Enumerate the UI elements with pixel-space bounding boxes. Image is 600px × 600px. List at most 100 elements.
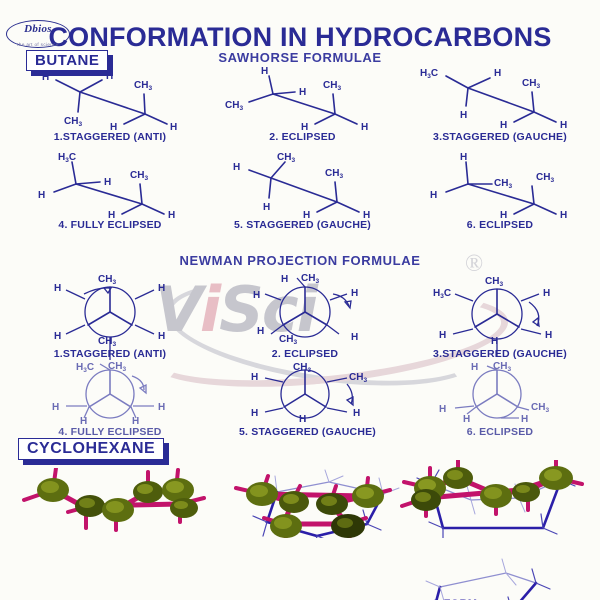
- svg-text:CH3: CH3: [494, 178, 512, 190]
- svg-text:H: H: [281, 274, 288, 285]
- svg-text:CH3: CH3: [325, 168, 343, 180]
- svg-text:H: H: [104, 177, 111, 188]
- diagram-sawhorse-1: H H CH3 CH3 H H 1.STAGGERED (ANTI): [20, 62, 200, 143]
- svg-text:H: H: [108, 210, 115, 221]
- svg-text:CH3: CH3: [531, 402, 549, 414]
- caption-sawhorse-5: 5. STAGGERED (GAUCHE): [233, 219, 371, 231]
- svg-text:H: H: [545, 330, 552, 341]
- heading-newman: NEWMAN PROJECTION FORMULAE: [179, 253, 421, 268]
- watermark-letter-i: i: [199, 273, 221, 346]
- caption-newman-5: 5. STAGGERED (GAUCHE): [238, 426, 376, 438]
- svg-text:CH3: CH3: [493, 361, 511, 373]
- caption-sawhorse-1: 1.STAGGERED (ANTI): [53, 131, 167, 143]
- svg-text:H: H: [251, 408, 258, 419]
- svg-text:H: H: [463, 414, 470, 425]
- caption-newman-3: 3.STAGGERED (GAUCHE): [433, 348, 567, 360]
- section-tag-butane: BUTANE: [26, 50, 109, 71]
- svg-text:H: H: [560, 120, 567, 131]
- caption-newman-1: 1.STAGGERED (ANTI): [53, 348, 167, 360]
- caption-sawhorse-2: 2. ECLIPSED: [269, 131, 336, 143]
- diagram-sawhorse-3: H3C H H CH3 H H 3.STAGGERED (GAUCHE): [410, 62, 590, 143]
- svg-text:H: H: [233, 162, 240, 173]
- svg-text:H: H: [351, 288, 358, 299]
- carbon-spheres: [411, 466, 573, 511]
- diagram-newman-2: H CH3 H H H H CH3 2. ECLIPSED: [235, 272, 375, 360]
- svg-text:H: H: [168, 210, 175, 221]
- svg-text:H: H: [430, 190, 437, 201]
- dbios-logo: Dbios the art of science: [6, 20, 70, 48]
- svg-text:H: H: [106, 71, 113, 82]
- caption-newman-2: 2. ECLIPSED: [271, 348, 339, 360]
- page-title: CONFORMATION IN HYDROCARBONS: [48, 22, 552, 52]
- svg-text:H: H: [38, 190, 45, 201]
- svg-text:H: H: [158, 402, 165, 413]
- heading-sawhorse: SAWHORSE FORMULAE: [218, 50, 382, 65]
- diagram-sawhorse-6: H CH3 H CH3 H H 6. ECLIPSED: [410, 148, 590, 231]
- svg-text:CH3: CH3: [323, 80, 341, 92]
- caption-newman-4: 4. FULLY ECLIPSED: [58, 426, 162, 438]
- svg-text:H: H: [301, 122, 308, 133]
- section-tag-cyclohexane: CYCLOHEXANE: [18, 438, 165, 460]
- svg-text:CH3: CH3: [349, 372, 367, 384]
- svg-text:H: H: [42, 72, 49, 83]
- svg-text:H: H: [543, 288, 550, 299]
- svg-text:H: H: [439, 330, 446, 341]
- svg-text:CH3: CH3: [130, 170, 148, 182]
- svg-text:CH3: CH3: [98, 274, 116, 286]
- diagram-sawhorse-2: H H CH3 CH3 H H 2. ECLIPSED: [215, 62, 390, 143]
- svg-text:H: H: [521, 414, 528, 425]
- svg-text:CH3: CH3: [301, 273, 319, 285]
- diagram-newman-4: H3C CH3 H H H H 4. FULLY ECLIPSED: [40, 361, 180, 438]
- diagram-newman-6: H CH3 CH3 H H H 6. ECLIPSED: [425, 361, 575, 438]
- svg-text:H3C: H3C: [76, 362, 94, 374]
- svg-text:H: H: [261, 66, 268, 77]
- diagram-newman-3: CH3 H3C H H H H 3.STAGGERED (GAUCHE): [425, 272, 575, 360]
- svg-text:CH3: CH3: [485, 276, 503, 288]
- svg-text:CH3: CH3: [64, 116, 82, 128]
- svg-text:CH3: CH3: [108, 361, 126, 373]
- svg-text:CH3: CH3: [277, 152, 295, 164]
- svg-text:CH3: CH3: [279, 334, 297, 346]
- logo-brand-name: Dbios: [24, 23, 52, 35]
- svg-text:H: H: [52, 402, 59, 413]
- svg-text:H: H: [471, 362, 478, 373]
- svg-text:H: H: [303, 210, 310, 221]
- svg-text:H3C: H3C: [420, 68, 438, 80]
- cyclohexane-model-center: [230, 462, 584, 544]
- caption-sawhorse-3: 3.STAGGERED (GAUCHE): [433, 131, 567, 143]
- svg-text:H: H: [500, 120, 507, 131]
- svg-text:H3C: H3C: [58, 152, 76, 164]
- svg-text:H: H: [361, 122, 368, 133]
- svg-text:H: H: [439, 404, 446, 415]
- caption-sawhorse-6: 6. ECLIPSED: [466, 219, 534, 231]
- svg-text:CH3: CH3: [293, 362, 311, 374]
- svg-text:H: H: [560, 210, 567, 221]
- svg-text:CH3: CH3: [522, 78, 540, 90]
- svg-text:H: H: [158, 331, 165, 342]
- svg-text:H: H: [251, 372, 258, 383]
- svg-text:H: H: [110, 122, 117, 133]
- svg-text:H: H: [54, 331, 61, 342]
- svg-text:H: H: [263, 202, 270, 213]
- svg-text:H: H: [363, 210, 370, 221]
- svg-text:H: H: [500, 210, 507, 221]
- svg-text:H: H: [353, 408, 360, 419]
- svg-text:H: H: [158, 283, 165, 294]
- svg-text:H3C: H3C: [433, 288, 451, 300]
- svg-text:H: H: [351, 332, 358, 343]
- svg-text:H: H: [170, 122, 177, 133]
- svg-text:CH3: CH3: [98, 336, 116, 348]
- svg-text:H: H: [299, 87, 306, 98]
- svg-text:H: H: [80, 416, 87, 427]
- svg-text:H: H: [494, 68, 501, 79]
- svg-text:CH3: CH3: [225, 100, 243, 112]
- svg-text:H: H: [253, 290, 260, 301]
- caption-sawhorse-4: 4. FULLY ECLIPSED: [58, 219, 162, 231]
- svg-text:CH3: CH3: [536, 172, 554, 184]
- svg-text:H: H: [132, 416, 139, 427]
- cyclohexane-model-left: [8, 462, 422, 551]
- carbon-spheres: [37, 478, 198, 522]
- svg-text:H: H: [460, 110, 467, 121]
- logo-tagline: the art of science: [17, 42, 59, 47]
